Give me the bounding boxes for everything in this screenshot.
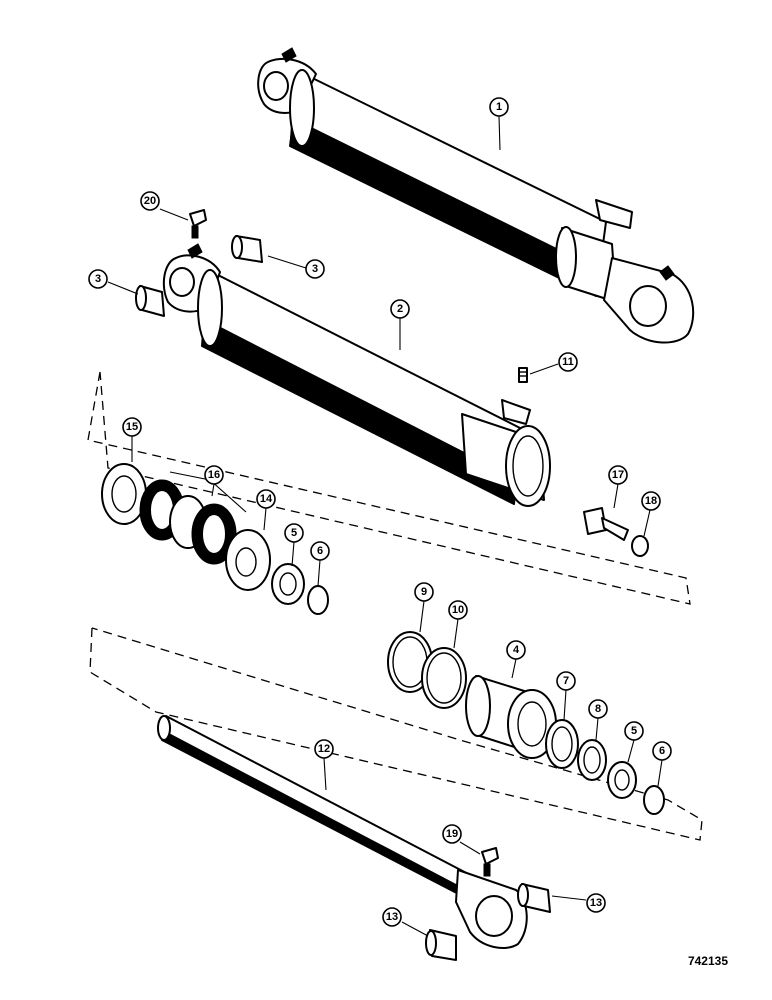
svg-text:3: 3	[95, 273, 101, 285]
grease-fitting-19	[481, 847, 499, 877]
svg-text:8: 8	[595, 703, 601, 715]
callout-7: 7	[556, 671, 576, 691]
nut-5-lower	[607, 761, 637, 799]
svg-text:3: 3	[312, 263, 318, 275]
svg-text:18: 18	[645, 495, 657, 507]
callout-4: 4	[506, 640, 526, 660]
svg-text:12: 12	[318, 743, 330, 755]
svg-text:11: 11	[562, 356, 574, 368]
o-ring-6-upper	[307, 585, 329, 615]
callout-20: 20	[140, 191, 160, 211]
svg-text:13: 13	[590, 897, 602, 909]
o-ring-6-lower	[643, 785, 665, 815]
svg-text:19: 19	[446, 828, 458, 840]
svg-text:16: 16	[208, 469, 220, 481]
callout-3-left: 3	[88, 269, 108, 289]
callout-18: 18	[641, 491, 661, 511]
cylinder-head-4	[465, 675, 557, 759]
svg-text:14: 14	[260, 493, 273, 505]
svg-text:4: 4	[513, 644, 520, 656]
callout-14: 14	[256, 489, 276, 509]
ring-10	[421, 647, 467, 709]
callout-16: 16	[204, 465, 224, 485]
svg-text:6: 6	[317, 545, 323, 557]
svg-text:5: 5	[631, 725, 637, 737]
callout-13-left: 13	[382, 907, 402, 927]
callout-19: 19	[442, 824, 462, 844]
callout-1: 1	[489, 97, 509, 117]
callout-13-right: 13	[586, 893, 606, 913]
svg-text:15: 15	[126, 421, 138, 433]
seal-7	[545, 719, 579, 769]
callout-2: 2	[390, 299, 410, 319]
svg-text:7: 7	[563, 675, 569, 687]
nut-5-upper	[271, 563, 305, 605]
dashed-group-outline-upper	[87, 371, 691, 605]
callout-6-upper: 6	[310, 541, 330, 561]
piston-15	[101, 463, 147, 525]
bolt-17	[583, 507, 629, 541]
svg-text:6: 6	[659, 745, 665, 757]
washer-18	[631, 535, 649, 557]
svg-text:1: 1	[496, 101, 502, 113]
svg-text:9: 9	[421, 586, 427, 598]
callout-9: 9	[414, 582, 434, 602]
wiper-8	[577, 739, 607, 781]
grease-fitting-20	[189, 209, 207, 239]
callout-5-lower: 5	[624, 721, 644, 741]
callout-12: 12	[314, 739, 334, 759]
callout-6-lower: 6	[652, 741, 672, 761]
grease-fitting-11	[518, 367, 528, 383]
callout-15: 15	[122, 417, 142, 437]
callout-8: 8	[588, 699, 608, 719]
callout-17: 17	[608, 465, 628, 485]
callout-10: 10	[448, 600, 468, 620]
dashed-group-outline-lower	[89, 627, 703, 841]
svg-text:10: 10	[452, 604, 464, 616]
svg-text:5: 5	[291, 527, 297, 539]
ring-14	[225, 529, 271, 591]
svg-text:17: 17	[612, 469, 624, 481]
callout-11: 11	[558, 352, 578, 372]
piston-rod-12	[157, 715, 528, 949]
callout-5-upper: 5	[284, 523, 304, 543]
svg-text:20: 20	[144, 195, 156, 207]
cylinder-assembly	[257, 47, 695, 344]
drawing-number: 742135	[687, 954, 728, 968]
cylinder-barrel	[162, 243, 551, 507]
svg-text:2: 2	[397, 303, 403, 315]
piston-seal-16	[139, 479, 237, 565]
callout-3-upper: 3	[305, 259, 325, 279]
svg-text:13: 13	[386, 911, 398, 923]
